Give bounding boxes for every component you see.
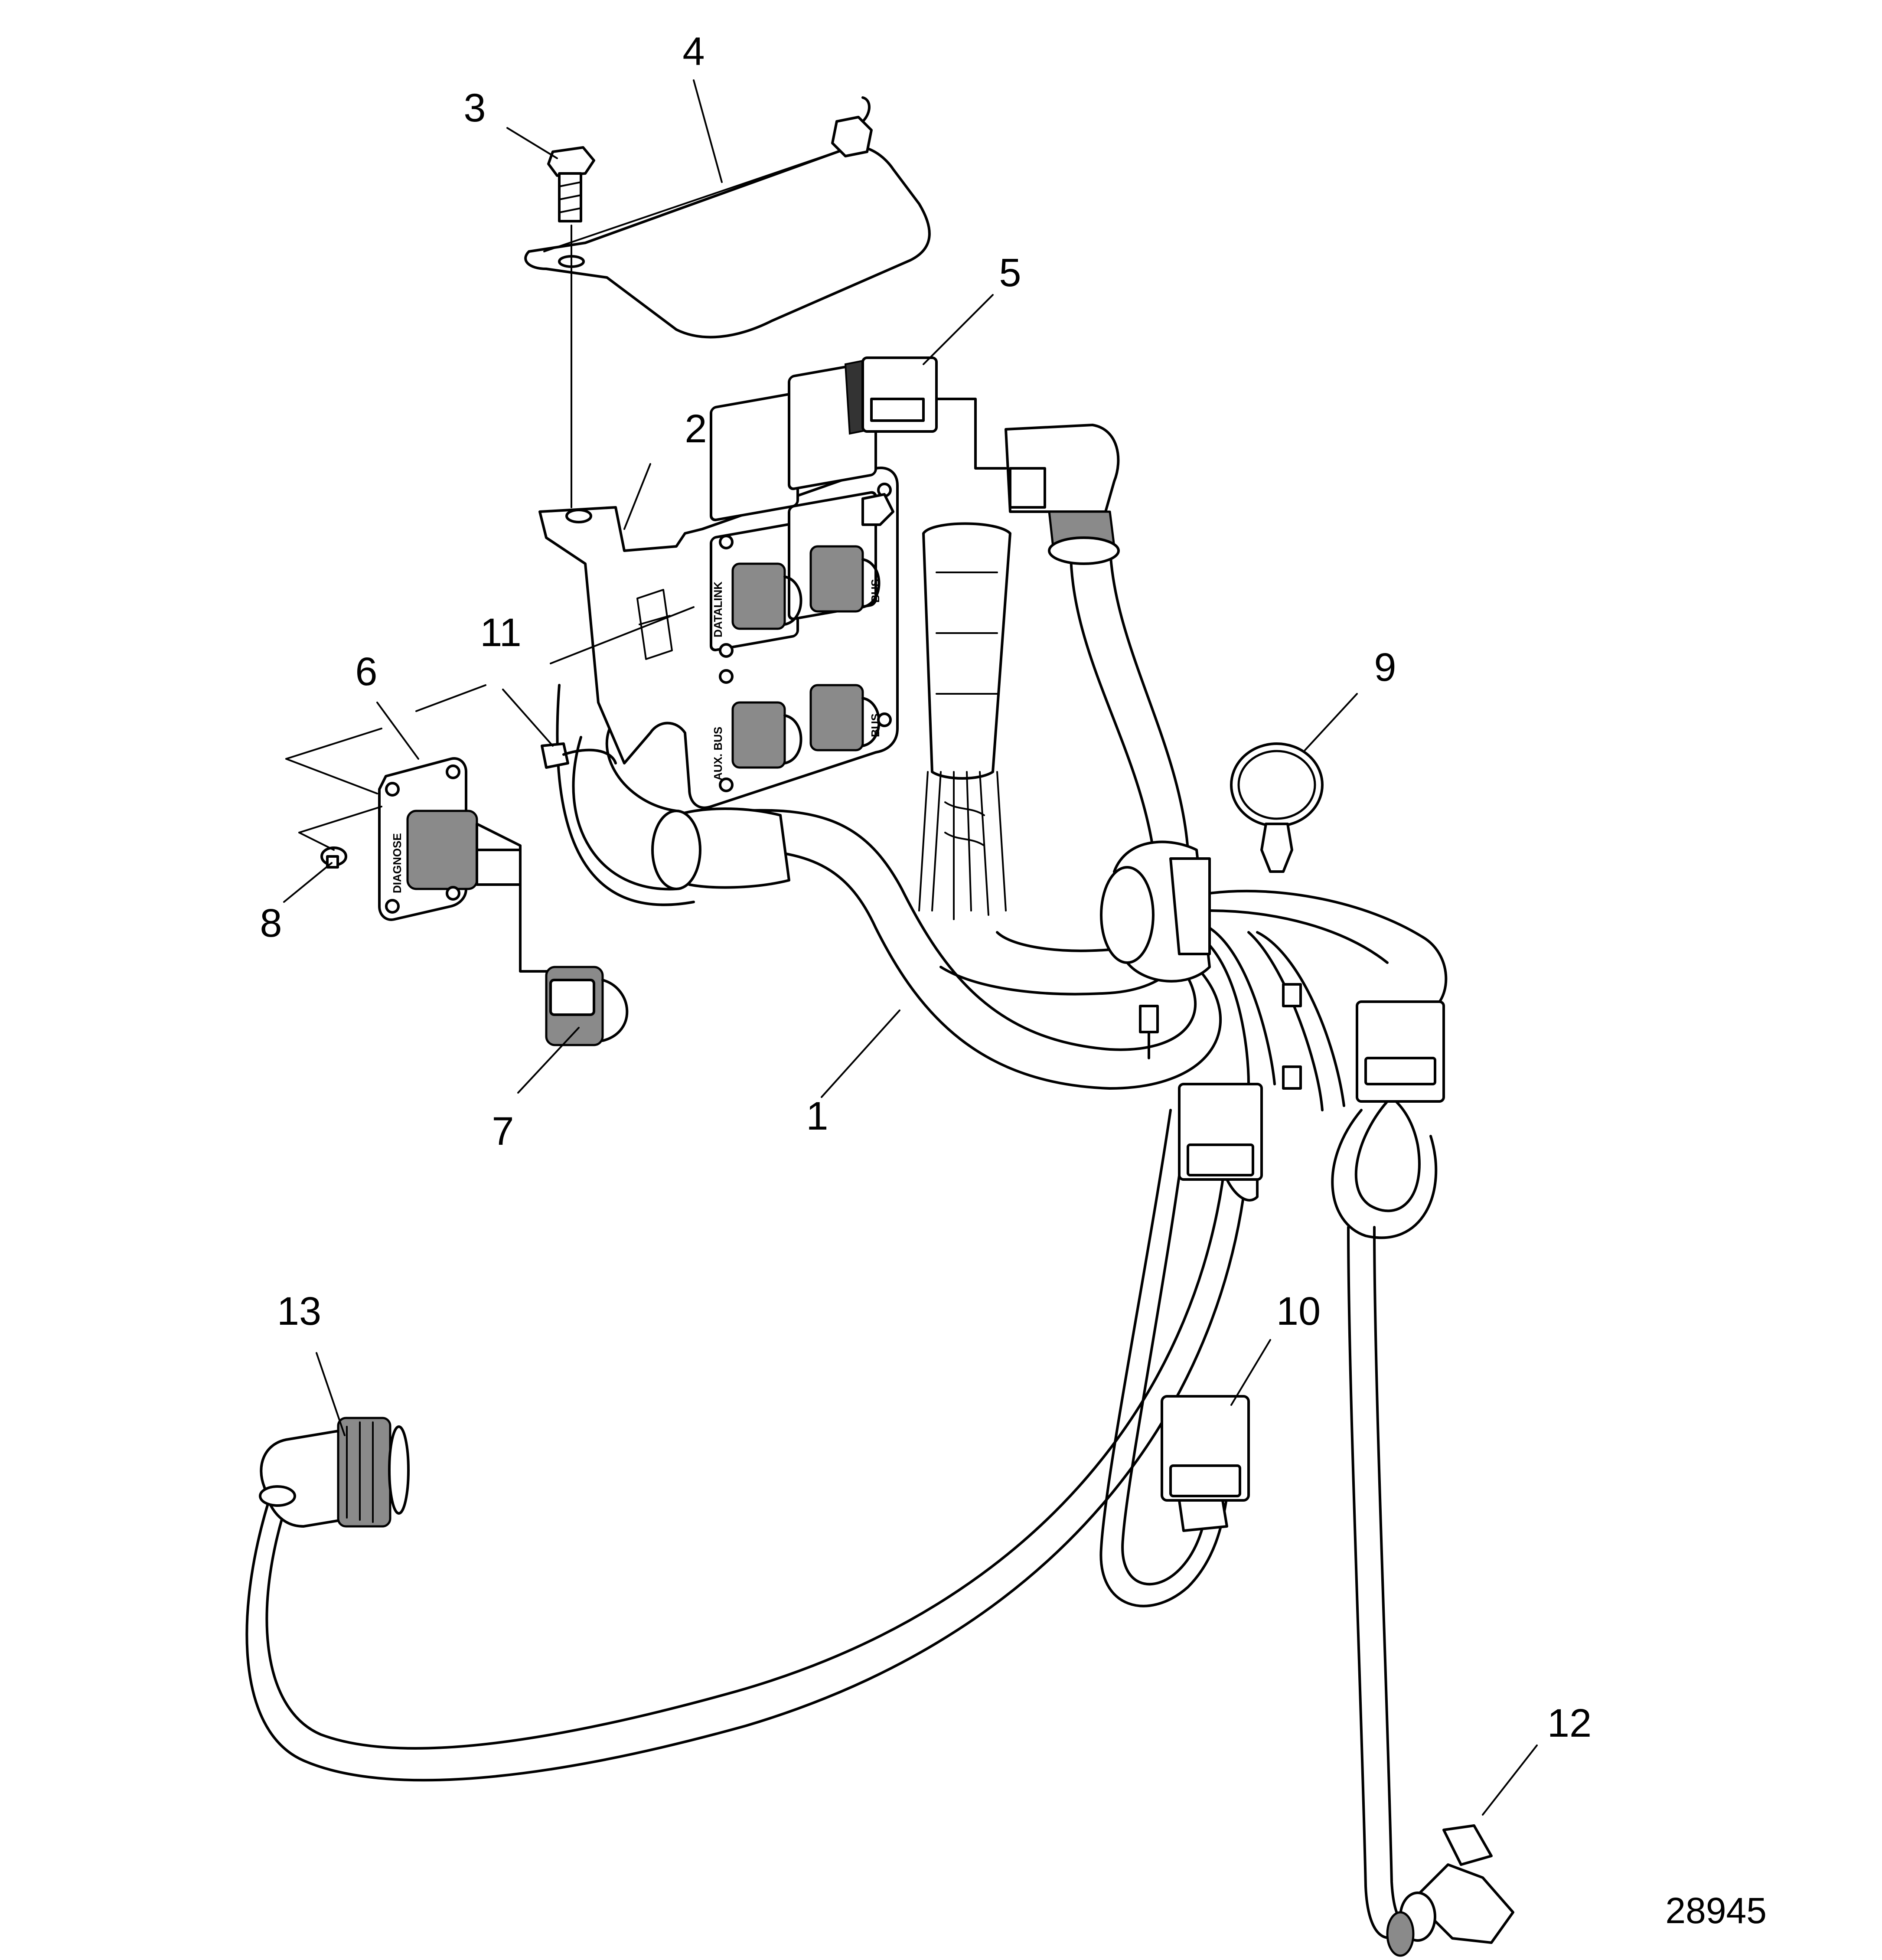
callout-9: 9 [1374, 645, 1396, 689]
bus-label-lower: BUS [869, 713, 882, 737]
guide-lines [285, 606, 695, 851]
right-branches [1139, 889, 1448, 1239]
callout-6: 6 [355, 650, 377, 694]
part-12-connector [1386, 1824, 1514, 1957]
harness-sleeve-grommet [918, 522, 1011, 920]
callout-2: 2 [685, 407, 707, 451]
callout-11: 11 [480, 611, 522, 655]
leader-lines [283, 79, 1538, 1816]
part-6-diagnose-panel: DIAGNOSE [378, 757, 552, 973]
figure-number: 28945 [1665, 1890, 1767, 1931]
callout-10: 10 [1276, 1289, 1321, 1333]
part-8-screw [320, 846, 347, 869]
part-13-connector [259, 1417, 410, 1528]
part-7-cap [545, 966, 629, 1046]
callout-3: 3 [463, 86, 486, 130]
part-9-ring-clip [1230, 742, 1324, 873]
callout-5: 5 [999, 251, 1021, 295]
part-2-bracket: DATALINK AUX. BUS BUS BUS [538, 361, 899, 809]
callout-7: 7 [492, 1109, 514, 1153]
callout-13: 13 [277, 1289, 321, 1333]
elbow-connector [1005, 424, 1120, 565]
junction-grommet [1100, 840, 1211, 983]
cable-to-part-13 [245, 1143, 1250, 1782]
part-4-cover [524, 96, 931, 339]
part-11-cable-tie [541, 742, 617, 769]
part-5-cap [844, 356, 1007, 470]
part-3-bolt [547, 146, 595, 508]
callout-8: 8 [260, 901, 282, 945]
cable-to-part-12 [1347, 1226, 1415, 1939]
bus-label-upper: BUS [869, 579, 882, 603]
callout-1: 1 [806, 1094, 828, 1138]
callout-12: 12 [1547, 1701, 1592, 1745]
diagnose-label: DIAGNOSE [391, 833, 404, 893]
part-10-connector [1161, 1395, 1250, 1532]
callouts: 1 2 3 4 5 6 7 8 9 10 11 12 13 [260, 29, 1592, 1745]
datalink-label: DATALINK [711, 581, 724, 637]
callout-4: 4 [682, 29, 705, 74]
cable-to-part-10 [1099, 1083, 1263, 1607]
aux-bus-label: AUX. BUS [711, 727, 724, 781]
